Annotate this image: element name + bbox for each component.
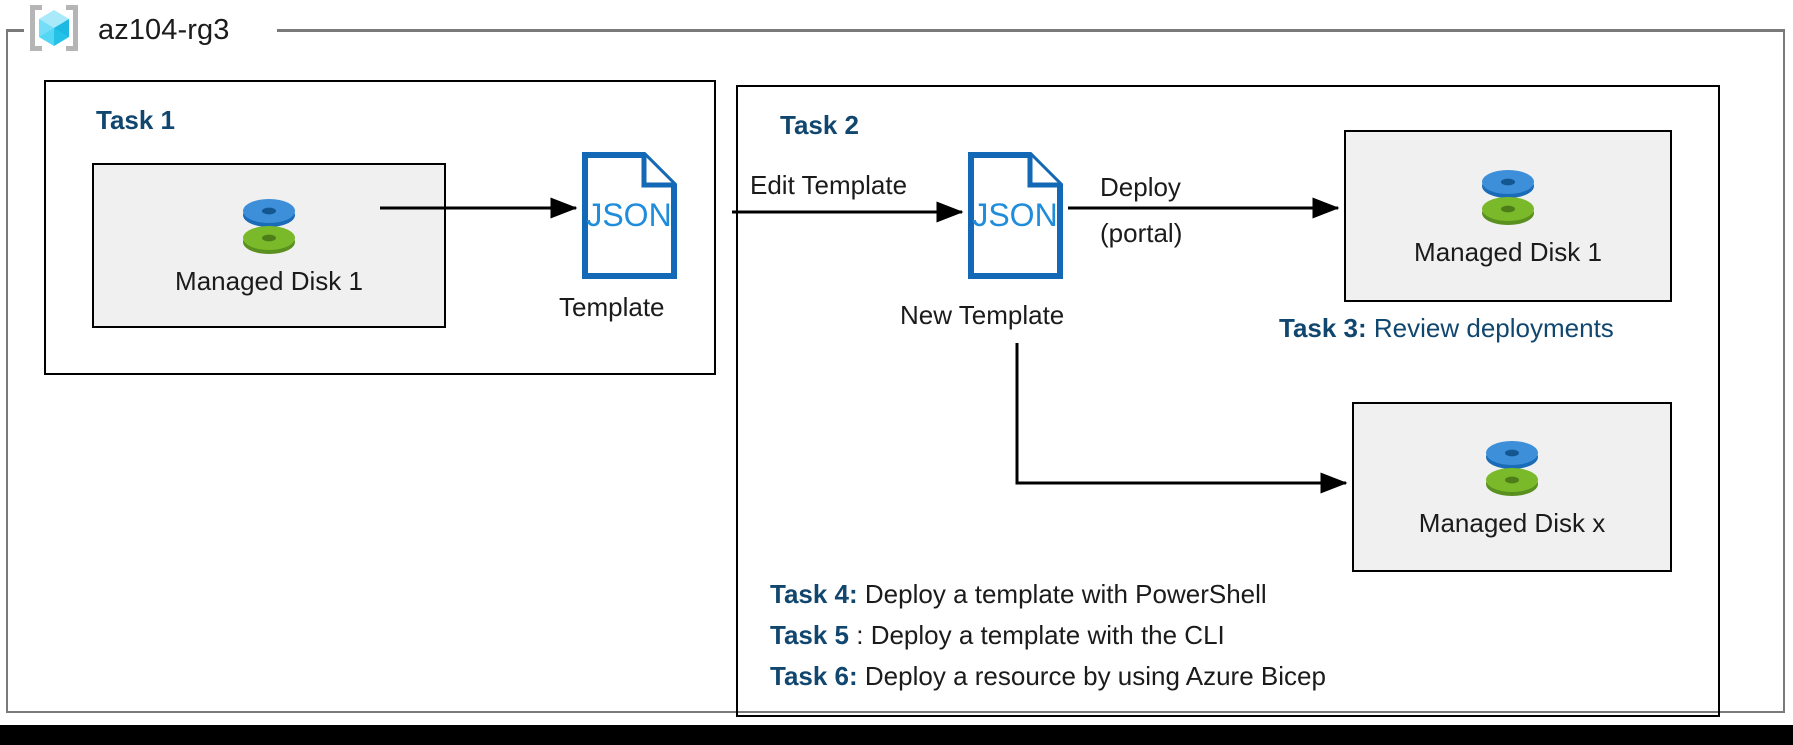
task-3-tag: Task 3: (1279, 313, 1374, 343)
resource-group-header: az104-rg3 (26, 0, 240, 60)
task-5-note: Task 5 : Deploy a template with the CLI (770, 620, 1225, 651)
deploy-label-line-2: (portal) (1100, 218, 1183, 248)
task-4-note: Task 4: Deploy a template with PowerShel… (770, 579, 1267, 610)
task-6-note: Task 6: Deploy a resource by using Azure… (770, 661, 1326, 692)
azure-resource-group-cube-icon (26, 2, 82, 59)
managed-disk-1-label: Managed Disk 1 (175, 266, 363, 296)
task-2-container (736, 85, 1720, 717)
task-1-heading: Task 1 (96, 105, 176, 135)
bottom-black-bar (0, 725, 1793, 745)
task-5-tag: Task 5 (770, 620, 850, 650)
managed-disk-icon (1477, 165, 1539, 231)
edit-template-label: Edit Template (750, 170, 908, 200)
resource-group-frame-top-left (6, 29, 24, 32)
task-4-tag: Task 4: (770, 579, 865, 609)
json-document-text-2: JSON (972, 197, 1057, 233)
resource-group-frame (6, 30, 1785, 713)
task-1-container (44, 80, 716, 375)
json-document-icon-new-template[interactable]: JSON (968, 152, 1063, 279)
managed-disk-icon (1481, 436, 1543, 502)
deployed-managed-disk-1-resource-box[interactable]: Managed Disk 1 (1344, 130, 1672, 302)
task-6-body: Deploy a resource by using Azure Bicep (864, 661, 1326, 691)
resource-group-frame-top-right (277, 29, 1785, 32)
task-2-heading: Task 2 (780, 110, 860, 140)
deploy-label-line-1: Deploy (1100, 172, 1181, 202)
task-4-body: Deploy a template with PowerShell (864, 579, 1267, 609)
task-5-body: : Deploy a template with the CLI (856, 620, 1225, 650)
task-6-tag: Task 6: (770, 661, 865, 691)
task-3-note: Task 3: Review deployments (1279, 313, 1614, 344)
deployed-managed-disk-1-label: Managed Disk 1 (1414, 236, 1602, 267)
managed-disk-x-resource-box[interactable]: Managed Disk x (1352, 402, 1672, 572)
json-document-text-1: JSON (586, 197, 671, 233)
managed-disk-1-resource-box[interactable]: Managed Disk 1 (92, 163, 446, 328)
task-3-body: Review deployments (1373, 313, 1614, 343)
resource-group-name: az104-rg3 (98, 13, 230, 46)
new-template-caption: New Template (900, 300, 1065, 330)
managed-disk-x-label: Managed Disk x (1418, 507, 1606, 538)
template-caption: Template (559, 292, 665, 322)
json-document-icon-template[interactable]: JSON (582, 152, 677, 279)
managed-disk-icon (238, 194, 300, 260)
